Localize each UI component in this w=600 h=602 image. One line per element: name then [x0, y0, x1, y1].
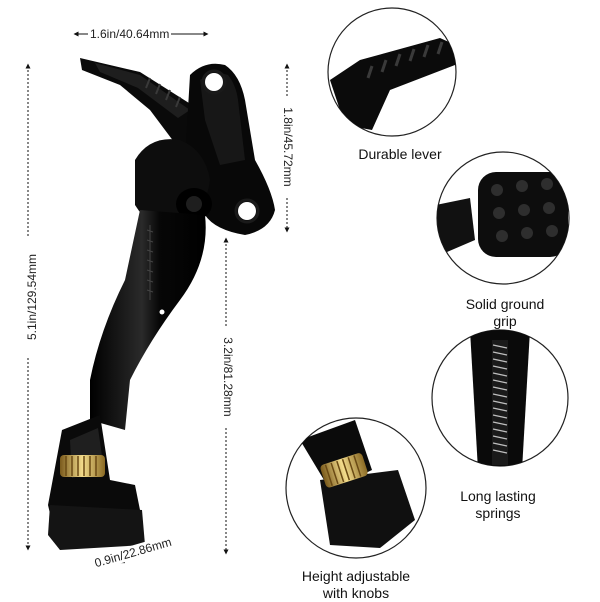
rubber-pad — [48, 505, 145, 550]
caption-springs-line2: springs — [475, 505, 521, 521]
caption-knobs-line1: Height adjustable — [301, 568, 411, 584]
caption-springs: Long lasting springs — [433, 488, 563, 522]
dim-height-total: 5.1in/129.54mm — [25, 237, 39, 357]
adjustment-knob — [60, 455, 105, 477]
caption-springs-line1: Long lasting — [460, 488, 536, 504]
spring-slot — [146, 225, 154, 300]
feature-circle-springs — [431, 329, 569, 467]
feature-circle-lever — [327, 7, 457, 137]
caption-grip-line2: grip — [493, 313, 517, 329]
door-stop-product — [48, 58, 275, 550]
caption-grip: Solid ground grip — [440, 296, 570, 330]
caption-lever: Durable lever — [358, 146, 442, 162]
caption-grip-line1: Solid ground — [465, 296, 545, 312]
caption-knobs: Height adjustable with knobs — [276, 568, 436, 602]
caption-knobs-line2: with knobs — [322, 585, 390, 601]
dim-height-lower: 3.2in/81.28mm — [221, 327, 235, 427]
main-leg — [90, 210, 206, 430]
dim-height-upper: 1.8in/45.72mm — [281, 97, 295, 197]
feature-circle-grip — [436, 151, 570, 285]
dim-width-top: 1.6in/40.64mm — [88, 27, 172, 41]
feature-circle-knobs — [285, 417, 427, 559]
